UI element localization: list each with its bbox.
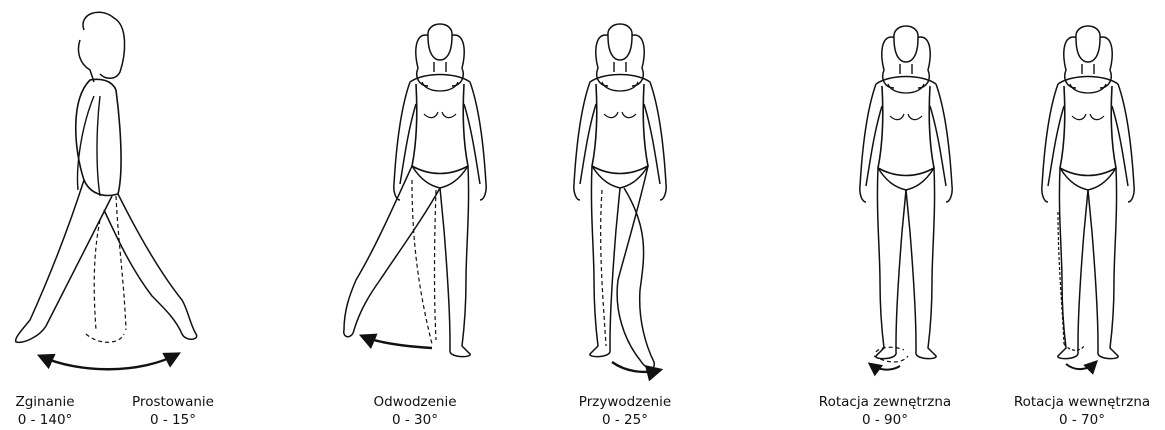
figure-internal-rotation [1042,26,1134,369]
caption-abduction: Odwodzenie 0 - 30° [360,393,470,429]
caption-abduction-name: Odwodzenie [360,393,470,411]
caption-adduction-name: Przywodzenie [565,393,685,411]
figure-abduction [344,24,486,357]
caption-flexion: Zginanie 0 - 140° [0,393,90,429]
caption-internal-rotation-name: Rotacja wewnętrzna [1002,393,1162,411]
caption-adduction: Przywodzenie 0 - 25° [565,393,685,429]
figure-adduction [574,24,666,372]
caption-external-rotation-range: 0 - 90° [810,411,960,429]
figure-flexion-extension [16,12,197,369]
caption-external-rotation-name: Rotacja zewnętrzna [810,393,960,411]
caption-flexion-range: 0 - 140° [0,411,90,429]
caption-extension: Prostowanie 0 - 15° [118,393,228,429]
caption-internal-rotation-range: 0 - 70° [1002,411,1162,429]
caption-abduction-range: 0 - 30° [360,411,470,429]
caption-internal-rotation: Rotacja wewnętrzna 0 - 70° [1002,393,1162,429]
caption-extension-name: Prostowanie [118,393,228,411]
figure-external-rotation [860,26,952,370]
caption-extension-range: 0 - 15° [118,411,228,429]
caption-flexion-name: Zginanie [0,393,90,411]
caption-adduction-range: 0 - 25° [565,411,685,429]
caption-external-rotation: Rotacja zewnętrzna 0 - 90° [810,393,960,429]
